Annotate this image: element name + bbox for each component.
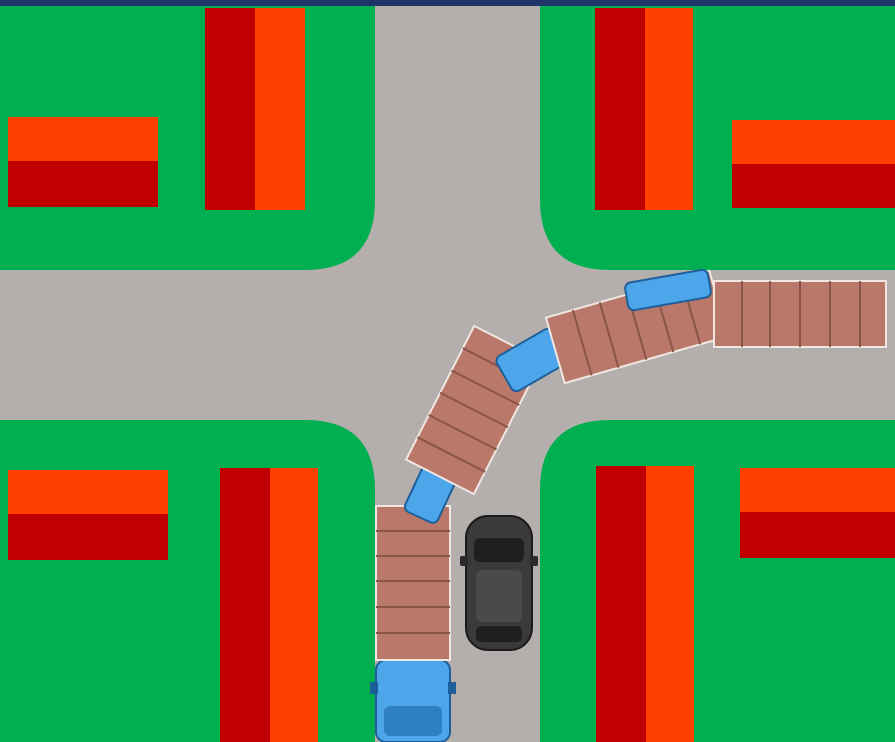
building-top-left-vertical <box>205 8 305 210</box>
trailer-segment-1 <box>376 506 450 660</box>
building-bottom-left-vertical <box>220 468 318 742</box>
building-bottom-right-horizontal <box>740 468 895 558</box>
building-bottom-left-horizontal <box>8 470 168 560</box>
building-top-right-horizontal <box>732 120 895 208</box>
grass-block-bottom-left <box>0 420 375 742</box>
car-icon <box>460 516 538 650</box>
truck-cab <box>370 660 456 742</box>
building-top-left-horizontal <box>8 117 158 207</box>
trailer-segment-4 <box>714 281 886 347</box>
building-top-right-vertical <box>595 8 693 210</box>
building-bottom-right-vertical <box>596 466 694 742</box>
